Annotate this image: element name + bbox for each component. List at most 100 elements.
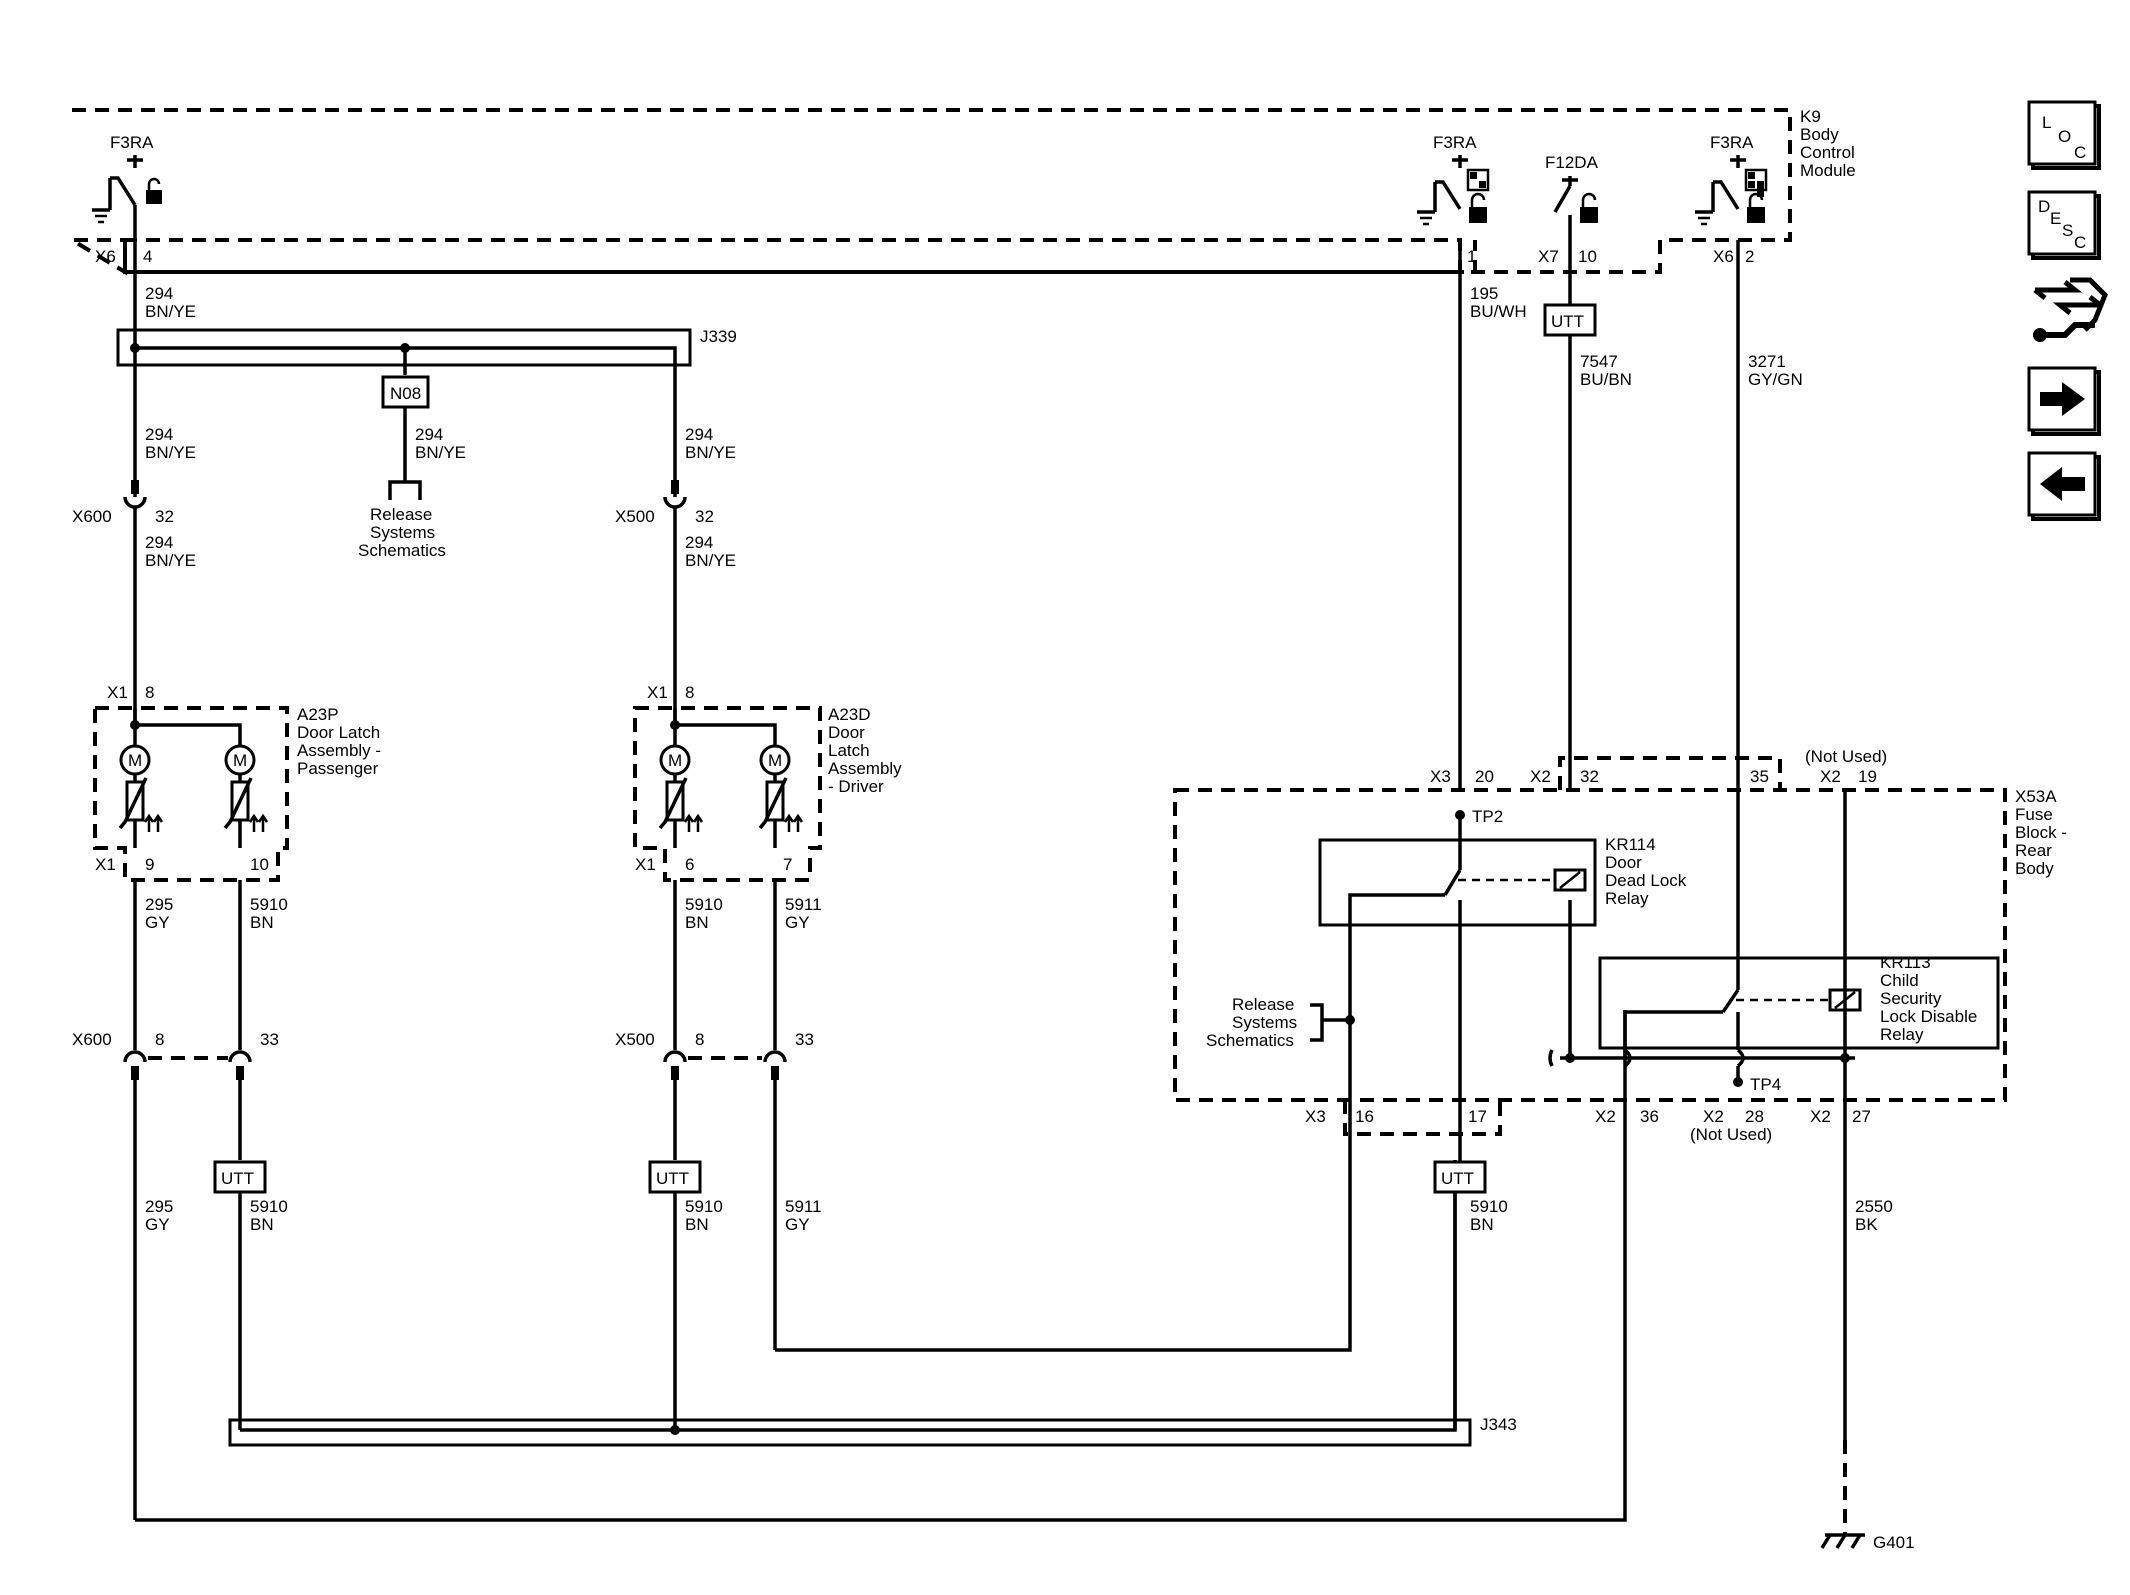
connector-label: X600 xyxy=(72,1030,112,1049)
wire-circuit: 294 xyxy=(415,425,443,444)
wire-circuit: 294 xyxy=(685,425,713,444)
connector-label: X3 xyxy=(1430,767,1451,786)
wire-color: GY xyxy=(785,913,810,932)
connector-label: X2 xyxy=(1820,767,1841,786)
wire-circuit: 5911 xyxy=(785,1197,822,1216)
wire-color: BN xyxy=(685,1215,709,1234)
pin-label: 28 xyxy=(1745,1107,1764,1126)
pin-label: 9 xyxy=(145,855,154,874)
door-lock-state-icon xyxy=(1466,168,1490,192)
fuse-f3ra-label: F3RA xyxy=(110,133,154,152)
pin-label: 4 xyxy=(143,247,152,266)
loc-letter: C xyxy=(2074,143,2086,162)
motor-label: M xyxy=(128,751,142,770)
fuse-f12da-label: F12DA xyxy=(1545,153,1599,172)
splice-label: J343 xyxy=(1480,1415,1517,1434)
pin-label: 32 xyxy=(1580,767,1599,786)
utt-box xyxy=(1433,1160,1487,1194)
release-systems-label: Schematics xyxy=(1206,1031,1294,1050)
wire-color: BU/BN xyxy=(1580,370,1632,389)
ground-label: G401 xyxy=(1873,1533,1915,1552)
wire-circuit: 294 xyxy=(145,284,173,303)
lower-harness-left: 295 GY 5910 BN 5910 BN 5911 GY X600 8 33… xyxy=(72,880,1627,1522)
connector-label: X6 xyxy=(95,247,116,266)
utt-label: UTT xyxy=(1441,1169,1474,1188)
connector-label: X1 xyxy=(635,855,656,874)
release-systems-label: Release xyxy=(370,505,432,524)
desc-button[interactable]: D E S C xyxy=(2027,190,2101,260)
n08-label: N08 xyxy=(390,384,421,403)
wire-color: BN/YE xyxy=(685,551,736,570)
connector-tool-icon[interactable] xyxy=(2033,277,2108,342)
wire-circuit: 295 xyxy=(145,895,173,914)
desc-letter: D xyxy=(2038,197,2050,216)
connector-label: X3 xyxy=(1305,1107,1326,1126)
component-label: Block - xyxy=(2015,823,2067,842)
wire-color: BN/YE xyxy=(145,302,196,321)
wire-circuit: 5910 xyxy=(250,895,288,914)
wire-circuit: 294 xyxy=(145,425,173,444)
pin-label: 10 xyxy=(1578,247,1597,266)
utt-label: UTT xyxy=(656,1169,689,1188)
wire-circuit: 5910 xyxy=(1470,1197,1508,1216)
wire-color: GY xyxy=(145,913,170,932)
connector-label: X600 xyxy=(72,507,112,526)
wires-right: 195 BU/WH UTT 7547 BU/BN 3271 GY/GN xyxy=(1458,240,1803,790)
pin-label: 27 xyxy=(1852,1107,1871,1126)
fuse-f3ra-label: F3RA xyxy=(1433,133,1477,152)
release-systems-label: Systems xyxy=(370,523,435,542)
pin-label: 1 xyxy=(1467,247,1476,266)
component-label: A23P xyxy=(297,705,339,724)
pin-label: 35 xyxy=(1750,767,1769,786)
wire-circuit: 7547 xyxy=(1580,352,1618,371)
door-lock-state-icon xyxy=(1744,168,1768,197)
component-label: Security xyxy=(1880,989,1942,1008)
arrow-right-icon xyxy=(2040,382,2085,416)
pin-label: 8 xyxy=(695,1030,704,1049)
component-label: Rear xyxy=(2015,841,2052,860)
wire-color: BN xyxy=(250,1215,274,1234)
loc-button[interactable]: L O C xyxy=(2027,100,2101,170)
pin-label: 8 xyxy=(155,1030,164,1049)
arrow-left-button[interactable] xyxy=(2027,451,2101,521)
wire-circuit: 295 xyxy=(145,1197,173,1216)
arrow-right-button[interactable] xyxy=(2027,366,2101,436)
pin-label: 8 xyxy=(145,683,154,702)
wires-left: 294 BN/YE J339 N08 294 BN/YE Release Sys… xyxy=(72,240,737,725)
connector-label: X1 xyxy=(95,855,116,874)
fuse-block-rear-body: X53A Fuse Block - Rear Body X3 20 X2 32 … xyxy=(1173,747,2067,1144)
ground-icon xyxy=(1820,1533,1865,1549)
test-point-label: TP2 xyxy=(1472,807,1503,826)
component-label: Door xyxy=(828,723,865,742)
connector-label: X500 xyxy=(615,507,655,526)
component-label: Child xyxy=(1880,971,1919,990)
pin-label: 20 xyxy=(1475,767,1494,786)
component-label: Assembly - xyxy=(297,741,381,760)
wire-circuit: 294 xyxy=(685,533,713,552)
component-label: Door Latch xyxy=(297,723,380,742)
wire-circuit: 2550 xyxy=(1855,1197,1893,1216)
nav-buttons: L O C D E S C xyxy=(2027,100,2108,521)
pin-label: 7 xyxy=(783,855,792,874)
utt-label: UTT xyxy=(1551,312,1584,331)
component-label: Relay xyxy=(1880,1025,1924,1044)
test-point-label: TP4 xyxy=(1750,1075,1781,1094)
connector-label: X2 xyxy=(1530,767,1551,786)
a23d-door-latch-driver: X1 8 M M A23D Door Latch Assembly - Driv… xyxy=(633,683,902,882)
connector-label: X7 xyxy=(1538,247,1559,266)
splice-label: J339 xyxy=(700,327,737,346)
component-label: Body xyxy=(2015,859,2054,878)
module-name-line: Control xyxy=(1800,143,1855,162)
component-label: KR114 xyxy=(1605,835,1656,854)
pin-label: 19 xyxy=(1858,767,1877,786)
component-label: Door xyxy=(1605,853,1642,872)
connector-label: X500 xyxy=(615,1030,655,1049)
connector-label: X6 xyxy=(1713,247,1734,266)
wire-color: BU/WH xyxy=(1470,302,1527,321)
pin-label: 17 xyxy=(1468,1107,1487,1126)
release-systems-label: Systems xyxy=(1232,1013,1297,1032)
component-label: Fuse xyxy=(2015,805,2053,824)
pin-label: 8 xyxy=(685,683,694,702)
wire-color: BN xyxy=(685,913,709,932)
